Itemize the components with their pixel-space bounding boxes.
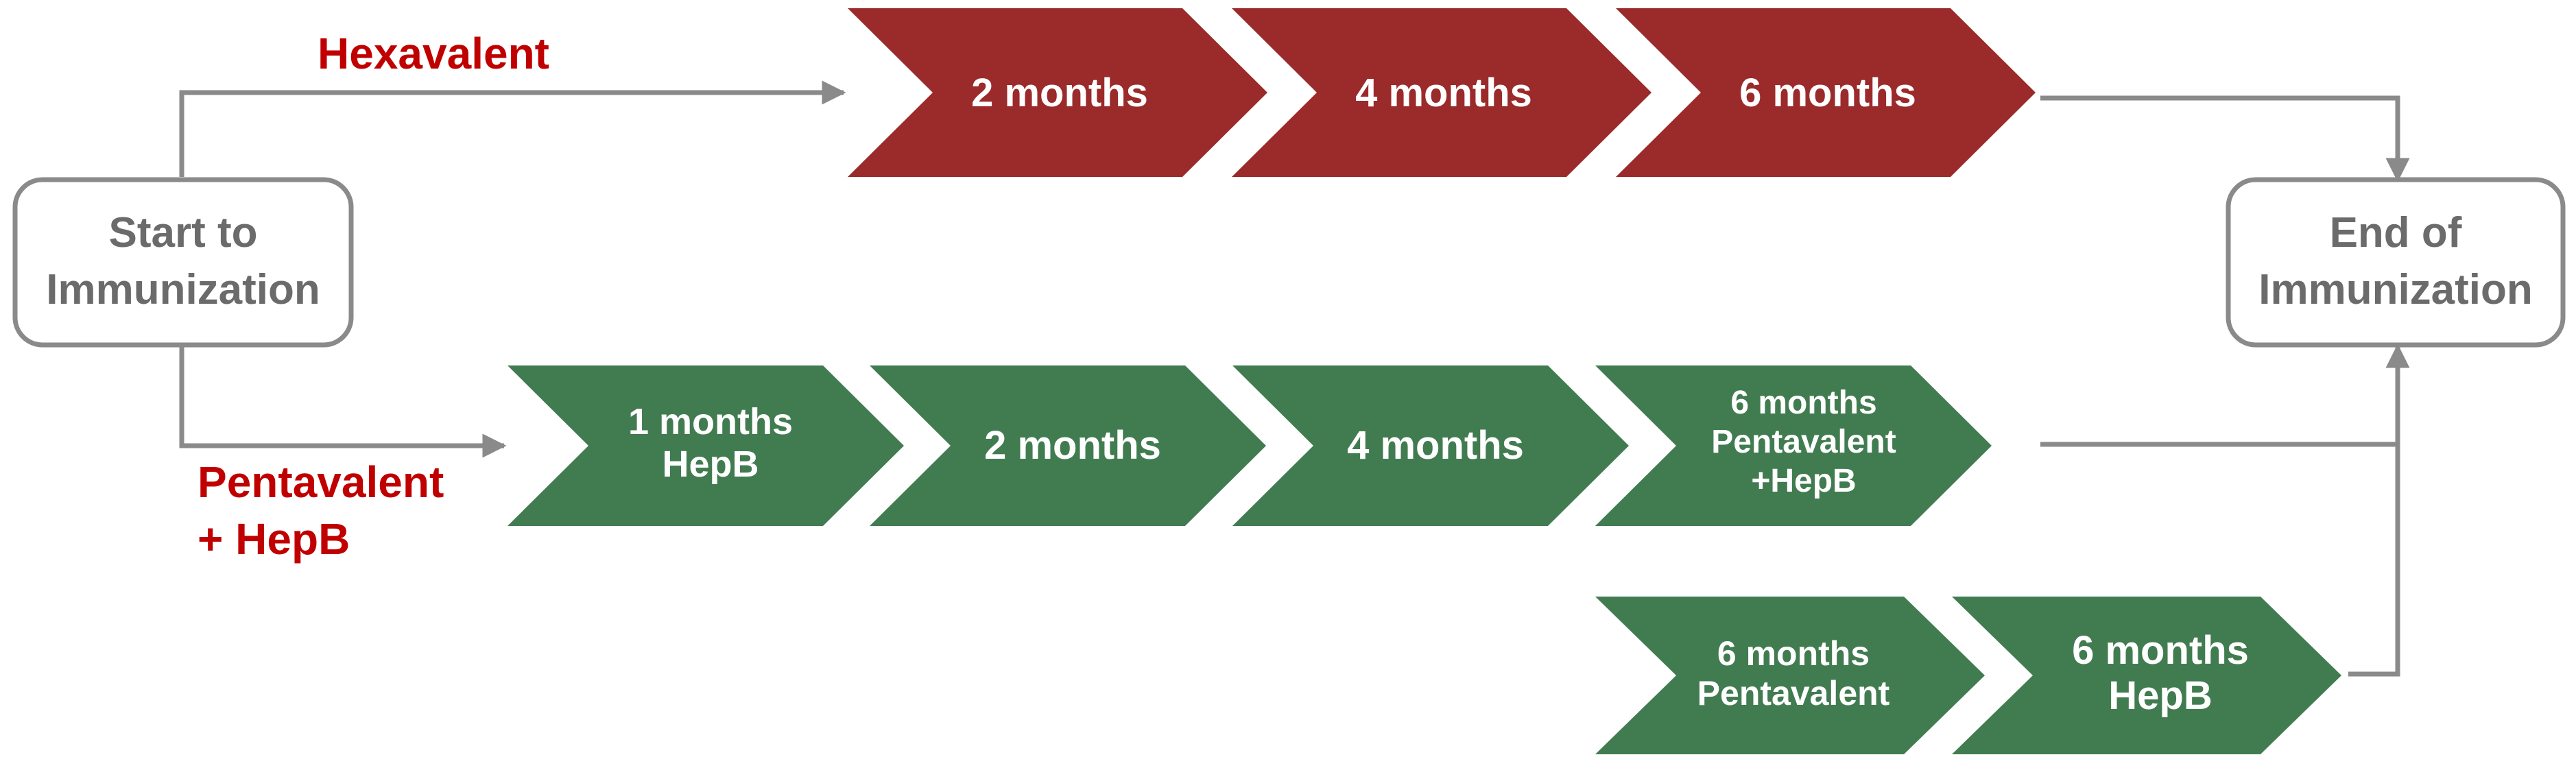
hexavalent-step: 2 months — [848, 8, 1267, 177]
pentavalent-step-label: 2 months — [984, 423, 1161, 468]
separate-dose-step: 6 months HepB — [1952, 597, 2341, 754]
hexavalent-step-label: 2 months — [971, 71, 1148, 115]
separate-dose-step-label: HepB — [2108, 673, 2212, 718]
start-to-pentavalent-connector — [179, 346, 507, 458]
pentavalent-step-label: 1 months — [628, 401, 793, 442]
pentavalent-route-label: Pentavalent — [198, 457, 444, 507]
pentavalent-route-label: + HepB — [198, 514, 350, 564]
separate-dose-step-label: 6 months — [1717, 634, 1870, 673]
hexavalent-step-label: 6 months — [1739, 71, 1916, 115]
separate-dose-steps: 6 months Pentavalent 6 months HepB — [1595, 597, 2341, 754]
pentavalent-step-label: 4 months — [1347, 423, 1524, 468]
pentavalent-step-label: HepB — [662, 444, 759, 485]
end-box-line: Immunization — [2258, 266, 2533, 313]
pentavalent-step-label: 6 months — [1730, 385, 1876, 421]
start-box: Start to Immunization — [12, 177, 354, 348]
separate-dose-step: 6 months Pentavalent — [1595, 597, 1985, 754]
hexavalent-steps: 2 months 4 months 6 months — [848, 8, 2036, 177]
hexavalent-step-label: 4 months — [1355, 71, 1532, 115]
hexavalent-route-label: Hexavalent — [318, 29, 549, 78]
pentavalent-step: 6 months Pentavalent +HepB — [1595, 365, 1992, 526]
hexavalent-step: 6 months — [1616, 8, 2036, 177]
pentavalent-step-label: Pentavalent — [1711, 424, 1896, 460]
pentavalent-step: 1 months HepB — [508, 365, 904, 526]
route-labels: Hexavalent Pentavalent + HepB — [198, 29, 549, 564]
pentavalent-steps: 1 months HepB 2 months 4 months 6 months… — [508, 365, 1992, 526]
start-box-line: Start to — [109, 209, 258, 256]
connectors — [179, 80, 2410, 677]
end-box-line: End of — [2330, 209, 2462, 256]
hexavalent-step: 4 months — [1232, 8, 1651, 177]
pentavalent-step: 2 months — [870, 365, 1266, 526]
separate-dose-step-label: Pentavalent — [1697, 674, 1890, 712]
pentavalent-step: 4 months — [1232, 365, 1629, 526]
pentavalent-step-label: +HepB — [1751, 463, 1856, 499]
separate-doses-to-end-connector — [2348, 344, 2410, 677]
start-box-line: Immunization — [46, 266, 320, 313]
separate-dose-step-label: 6 months — [2072, 628, 2249, 673]
start-to-hexavalent-connector — [179, 80, 846, 177]
hexavalent-to-end-connector — [2040, 95, 2410, 182]
end-box: End of Immunization — [2226, 177, 2566, 348]
